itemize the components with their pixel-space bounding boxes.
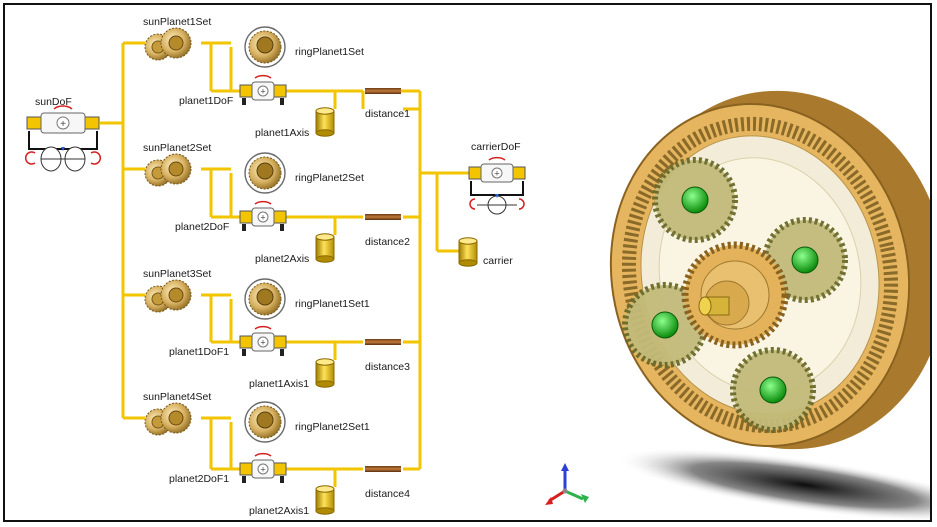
ring-gear-icon[interactable] — [245, 27, 285, 67]
ring-gear-icon[interactable] — [245, 153, 285, 193]
label-ring-planet2-set1: ringPlanet2Set1 — [295, 421, 370, 433]
label-planet2-dof1: planet2DoF1 — [169, 473, 229, 485]
ring-gear-icon[interactable] — [245, 279, 285, 319]
revolute-joint-icon[interactable] — [240, 327, 286, 356]
rod-icon[interactable] — [365, 466, 401, 472]
label-sun-planet1-set: sunPlanet1Set — [143, 16, 211, 28]
diagram-frame: + — [3, 3, 932, 522]
label-sun-planet3-set: sunPlanet3Set — [143, 268, 211, 280]
label-sun-dof: sunDoF — [35, 96, 72, 108]
rod-icon[interactable] — [365, 88, 401, 94]
diagram-canvas: + — [5, 5, 932, 522]
axes-triad-icon — [545, 463, 589, 505]
label-distance1: distance1 — [365, 108, 410, 120]
label-ring-planet1-set1: ringPlanet1Set1 — [295, 298, 370, 310]
sun-dof-icon[interactable]: + — [26, 106, 101, 171]
label-planet1-dof1: planet1DoF1 — [169, 346, 229, 358]
body-cylinder-icon[interactable] — [316, 234, 334, 262]
label-distance4: distance4 — [365, 488, 410, 500]
gear-pair-icon[interactable] — [145, 403, 191, 435]
body-cylinder-icon[interactable] — [316, 108, 334, 136]
label-planet1-axis: planet1Axis — [255, 127, 309, 139]
revolute-joint-icon[interactable] — [240, 202, 286, 231]
body-cylinder-icon[interactable] — [316, 486, 334, 514]
label-planet2-axis1: planet2Axis1 — [249, 505, 309, 517]
label-ring-planet2-set: ringPlanet2Set — [295, 172, 364, 184]
revolute-joint-icon[interactable] — [240, 454, 286, 483]
label-planet2-axis: planet2Axis — [255, 253, 309, 265]
label-carrier-dof: carrierDoF — [471, 141, 521, 153]
body-cylinder-icon[interactable] — [459, 238, 477, 266]
label-ring-planet1-set: ringPlanet1Set — [295, 46, 364, 58]
planetary-gear-3d-render — [579, 61, 932, 522]
label-planet1-dof: planet1DoF — [179, 95, 233, 107]
label-sun-planet2-set: sunPlanet2Set — [143, 142, 211, 154]
rod-icon[interactable] — [365, 214, 401, 220]
body-cylinder-icon[interactable] — [316, 359, 334, 387]
label-planet2-dof: planet2DoF — [175, 221, 229, 233]
revolute-joint-icon[interactable] — [240, 76, 286, 105]
ring-gear-icon[interactable] — [245, 402, 285, 442]
label-distance3: distance3 — [365, 361, 410, 373]
label-carrier: carrier — [483, 255, 513, 267]
label-sun-planet4-set: sunPlanet4Set — [143, 391, 211, 403]
gear-pair-icon[interactable] — [145, 280, 191, 312]
gear-pair-icon[interactable] — [145, 154, 191, 186]
gear-pair-icon[interactable] — [145, 28, 191, 60]
label-distance2: distance2 — [365, 236, 410, 248]
rod-icon[interactable] — [365, 339, 401, 345]
svg-text:+: + — [494, 169, 499, 179]
carrier-dof-icon[interactable]: + — [469, 158, 525, 214]
label-planet1-axis1: planet1Axis1 — [249, 378, 309, 390]
svg-text:+: + — [60, 119, 66, 130]
